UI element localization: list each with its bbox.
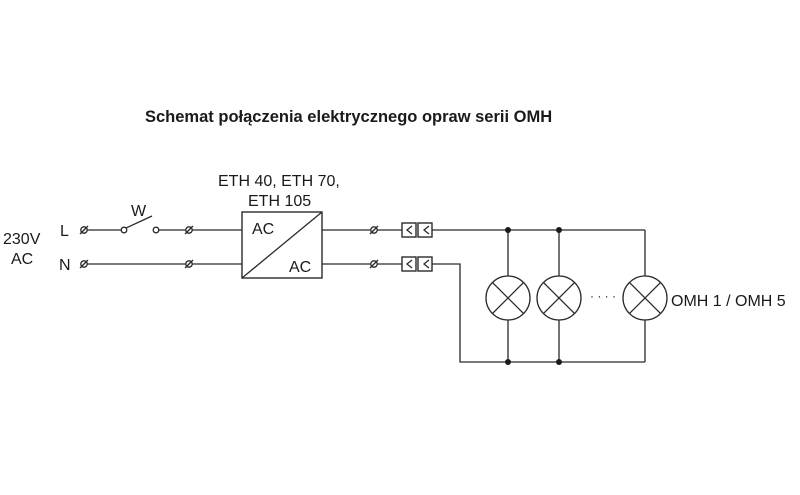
driver-input-label: AC — [252, 221, 274, 238]
driver-output-label: AC — [289, 259, 311, 276]
lamp-branch-1 — [505, 227, 511, 365]
lamp-ellipsis: · · · · — [590, 289, 616, 303]
neutral-output-wiring — [322, 256, 645, 363]
driver-box — [241, 211, 323, 279]
lamp-icon — [536, 275, 582, 321]
lamp-branch-2 — [556, 227, 562, 365]
diagram-title: Schemat połączenia elektrycznego opraw s… — [145, 108, 552, 126]
lamp-icon — [622, 275, 668, 321]
line-conductor-label: L — [60, 223, 69, 240]
supply-type-label: AC — [11, 251, 33, 268]
driver-models-label-2: ETH 105 — [248, 193, 311, 210]
supply-voltage-label: 230V — [3, 231, 41, 248]
line-output-wiring — [322, 222, 645, 238]
neutral-input-wiring — [79, 259, 242, 269]
switch-label: W — [131, 203, 147, 220]
driver-models-label-1: ETH 40, ETH 70, — [218, 173, 340, 190]
neutral-conductor-label: N — [59, 257, 71, 274]
lamp-icon — [485, 275, 531, 321]
line-input-wiring — [79, 215, 242, 235]
lamp-group-label: OMH 1 / OMH 5 — [671, 293, 786, 310]
